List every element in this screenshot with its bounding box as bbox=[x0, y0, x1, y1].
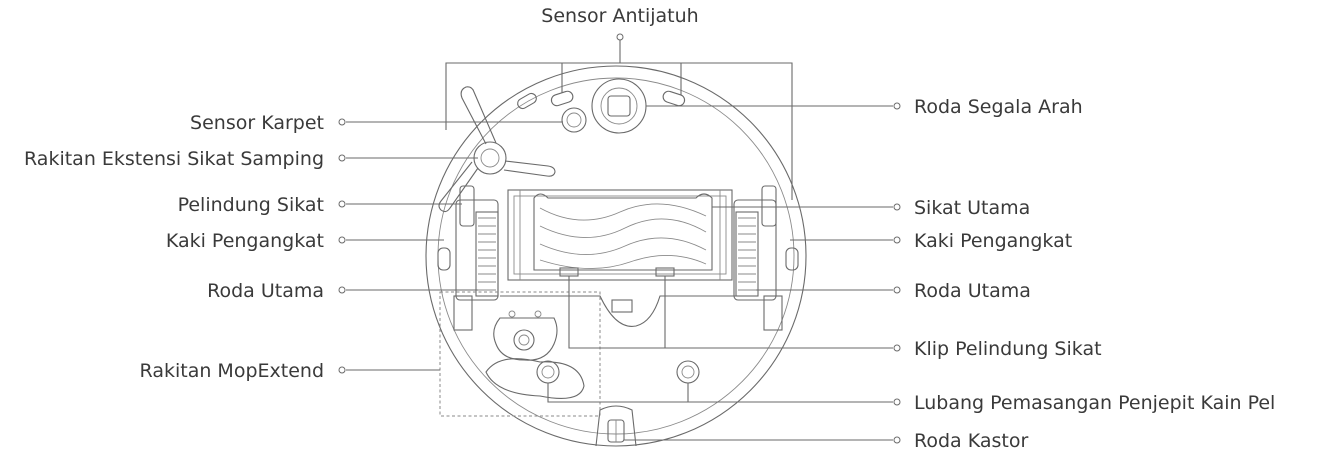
label-side-brush-assembly: Rakitan Ekstensi Sikat Samping bbox=[24, 148, 324, 170]
omni-wheel-inner bbox=[600, 87, 638, 125]
cliff-sensor-right bbox=[662, 90, 686, 107]
leader-mop-holes bbox=[547, 383, 893, 403]
dot-brush-clip bbox=[893, 344, 901, 352]
main-brush-roller bbox=[533, 193, 713, 271]
brush-guard bbox=[507, 189, 733, 281]
right-callouts bbox=[547, 102, 901, 444]
carpet-sensor-outer bbox=[561, 107, 587, 133]
mop-clamp-holes bbox=[536, 360, 700, 384]
dot-lift-leg-right bbox=[893, 236, 901, 244]
side-brush-arm-top bbox=[460, 86, 497, 145]
dot-lift-leg-left bbox=[338, 236, 346, 244]
mop-pad-arm bbox=[485, 358, 585, 399]
right-wheel-foot bbox=[763, 295, 783, 331]
dot-caster bbox=[893, 436, 901, 444]
top-callout-dot bbox=[616, 33, 624, 41]
brush-clip-left bbox=[559, 267, 579, 277]
brush-guard-inner bbox=[513, 195, 727, 275]
bracket-frame bbox=[445, 62, 793, 200]
leader-brush-clip bbox=[568, 276, 893, 349]
left-wheel-tread bbox=[478, 217, 496, 291]
mop-mount-hole-right bbox=[534, 310, 542, 318]
left-callouts bbox=[338, 118, 563, 374]
label-brush-clip: Klip Pelindung Sikat bbox=[914, 338, 1102, 360]
label-main-wheel-left: Roda Utama bbox=[207, 280, 324, 302]
outer-shell bbox=[425, 65, 807, 447]
cliff-sensor-far-left bbox=[517, 92, 537, 110]
mop-mount-hub-inner bbox=[518, 334, 530, 346]
label-caster-wheel: Roda Kastor bbox=[914, 430, 1028, 452]
dot-side-brush bbox=[338, 154, 346, 162]
omni-wheel-outer bbox=[591, 78, 647, 134]
main-brush-compartment bbox=[500, 189, 736, 327]
debris-port bbox=[611, 299, 633, 313]
side-brush-hub-inner bbox=[480, 148, 500, 168]
dot-main-wheel-left bbox=[338, 286, 346, 294]
label-mopextend: Rakitan MopExtend bbox=[140, 360, 324, 382]
label-lift-leg-left: Kaki Pengangkat bbox=[166, 230, 324, 252]
mop-hole-right-inner bbox=[681, 365, 695, 379]
omni-wheel-hub bbox=[607, 95, 631, 117]
dot-main-wheel-right bbox=[893, 286, 901, 294]
right-wheel-tread bbox=[738, 217, 756, 291]
right-wheel-housing bbox=[733, 199, 777, 301]
right-main-wheel bbox=[735, 211, 759, 297]
side-brush bbox=[438, 86, 556, 213]
brush-bristle-3 bbox=[539, 237, 707, 255]
left-main-wheel bbox=[475, 211, 499, 297]
mop-mount-hub bbox=[513, 329, 535, 351]
left-wheel-foot bbox=[453, 295, 473, 331]
label-mop-holes: Lubang Pemasangan Penjepit Kain Pel bbox=[914, 392, 1275, 414]
side-brush-arm-bottom bbox=[438, 161, 479, 213]
mopextend-assembly bbox=[439, 291, 601, 417]
cliff-sensor-left bbox=[550, 90, 574, 107]
front-wheel-area bbox=[561, 78, 647, 134]
mop-hole-left-inner bbox=[541, 365, 555, 379]
dot-omni-wheel bbox=[893, 102, 901, 110]
side-brush-hub-outer bbox=[473, 141, 507, 175]
label-brush-guard: Pelindung Sikat bbox=[178, 194, 324, 216]
brush-bristle-2 bbox=[539, 218, 707, 238]
mopextend-box bbox=[439, 291, 601, 417]
dot-brush-guard bbox=[338, 200, 346, 208]
label-main-wheel-right: Roda Utama bbox=[914, 280, 1031, 302]
dot-mop-holes bbox=[893, 398, 901, 406]
label-lift-leg-right: Kaki Pengangkat bbox=[914, 230, 1072, 252]
left-lift-leg bbox=[459, 185, 475, 227]
label-main-brush: Sikat Utama bbox=[914, 197, 1030, 219]
cliff-sensor-bracket bbox=[445, 33, 793, 200]
label-carpet-sensor: Sensor Karpet bbox=[190, 112, 324, 134]
brush-clip-right bbox=[655, 267, 675, 277]
label-cliff-sensor: Sensor Antijatuh bbox=[541, 5, 698, 27]
dot-mopextend bbox=[338, 366, 346, 374]
left-wheel-assembly bbox=[437, 185, 499, 331]
left-lift-bumper bbox=[437, 247, 451, 271]
robot-body bbox=[425, 65, 807, 447]
label-group: Sensor Antijatuh Sensor Karpet Rakitan E… bbox=[24, 5, 1275, 452]
right-wheel-assembly bbox=[733, 185, 799, 331]
dot-main-brush bbox=[893, 203, 901, 211]
carpet-sensor-inner bbox=[566, 112, 582, 128]
mop-hole-left-outer bbox=[536, 360, 560, 384]
mop-hole-right-outer bbox=[676, 360, 700, 384]
right-lift-leg bbox=[761, 185, 777, 227]
mop-mount-hole-left bbox=[508, 310, 516, 318]
label-omni-wheel: Roda Segala Arah bbox=[914, 96, 1083, 118]
brush-bristle-4 bbox=[539, 255, 707, 269]
dot-carpet-sensor bbox=[338, 118, 346, 126]
caster-wheel bbox=[607, 419, 625, 443]
brush-bristle-1 bbox=[539, 203, 707, 221]
brush-frame-bottom bbox=[500, 295, 736, 327]
side-brush-arm-right bbox=[503, 160, 556, 177]
right-lift-bumper bbox=[785, 247, 799, 271]
mop-mount-plate bbox=[493, 317, 558, 361]
